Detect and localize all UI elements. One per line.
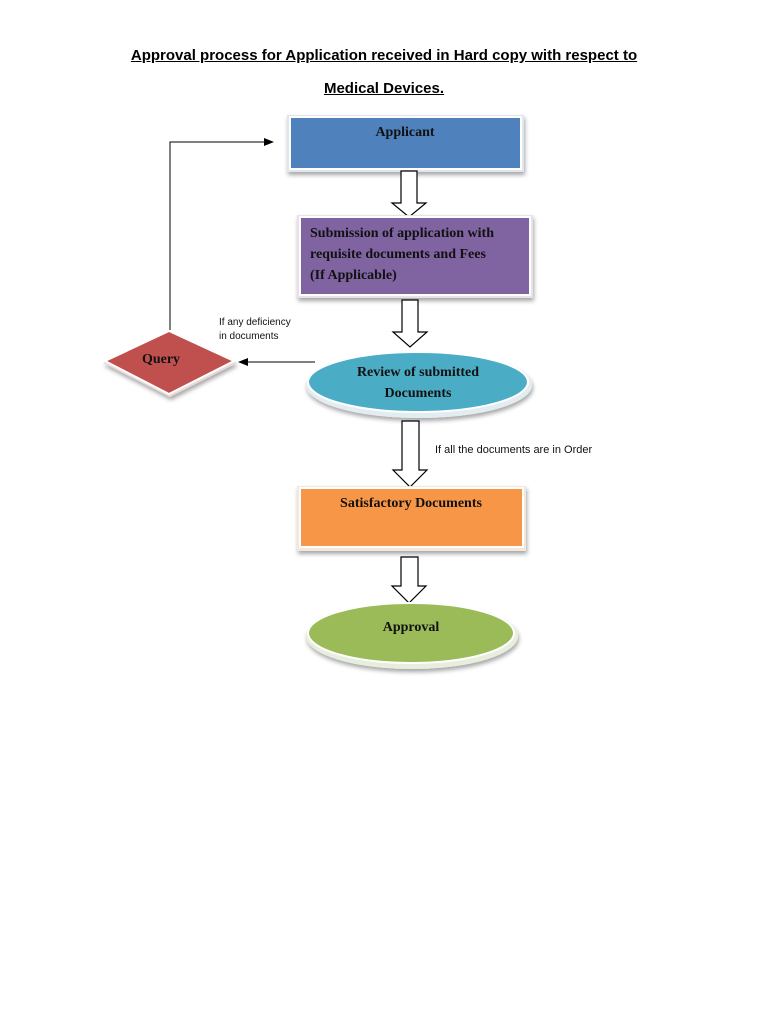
approval-label: Approval	[383, 620, 440, 635]
submission-label-line-3: (If Applicable)	[310, 268, 397, 283]
submission-node: Submission of application with requisite…	[297, 215, 533, 298]
review-node: Review of submitted Documents	[306, 351, 532, 418]
review-label-line-1: Review of submitted	[357, 365, 479, 380]
applicant-node: Applicant	[287, 115, 524, 172]
review-label-line-2: Documents	[385, 386, 452, 401]
flow-arrow-satisfactory-to-approval	[390, 556, 428, 604]
deficiency-note-line-1: If any deficiency	[219, 317, 291, 328]
satisfactory-label: Satisfactory Documents	[340, 496, 482, 511]
submission-label-line-1: Submission of application with	[310, 226, 494, 241]
approval-node: Approval	[306, 602, 518, 669]
in-order-note: If all the documents are in Order	[435, 444, 592, 456]
query-label: Query	[142, 352, 180, 367]
flow-arrow-submission-to-review	[391, 299, 429, 348]
query-node: Query	[102, 329, 237, 397]
satisfactory-node: Satisfactory Documents	[297, 486, 526, 551]
applicant-label: Applicant	[375, 125, 434, 140]
deficiency-note-line-2: in documents	[219, 331, 278, 342]
diagram-title-line-2: Medical Devices.	[323, 80, 445, 97]
submission-label-line-2: requisite documents and Fees	[310, 247, 486, 262]
flow-arrow-applicant-to-submission	[390, 170, 428, 218]
arrow-query-to-applicant	[169, 138, 274, 330]
flow-arrow-review-to-satisfactory	[391, 420, 429, 488]
diagram-title-line-1: Approval process for Application receive…	[130, 47, 638, 64]
